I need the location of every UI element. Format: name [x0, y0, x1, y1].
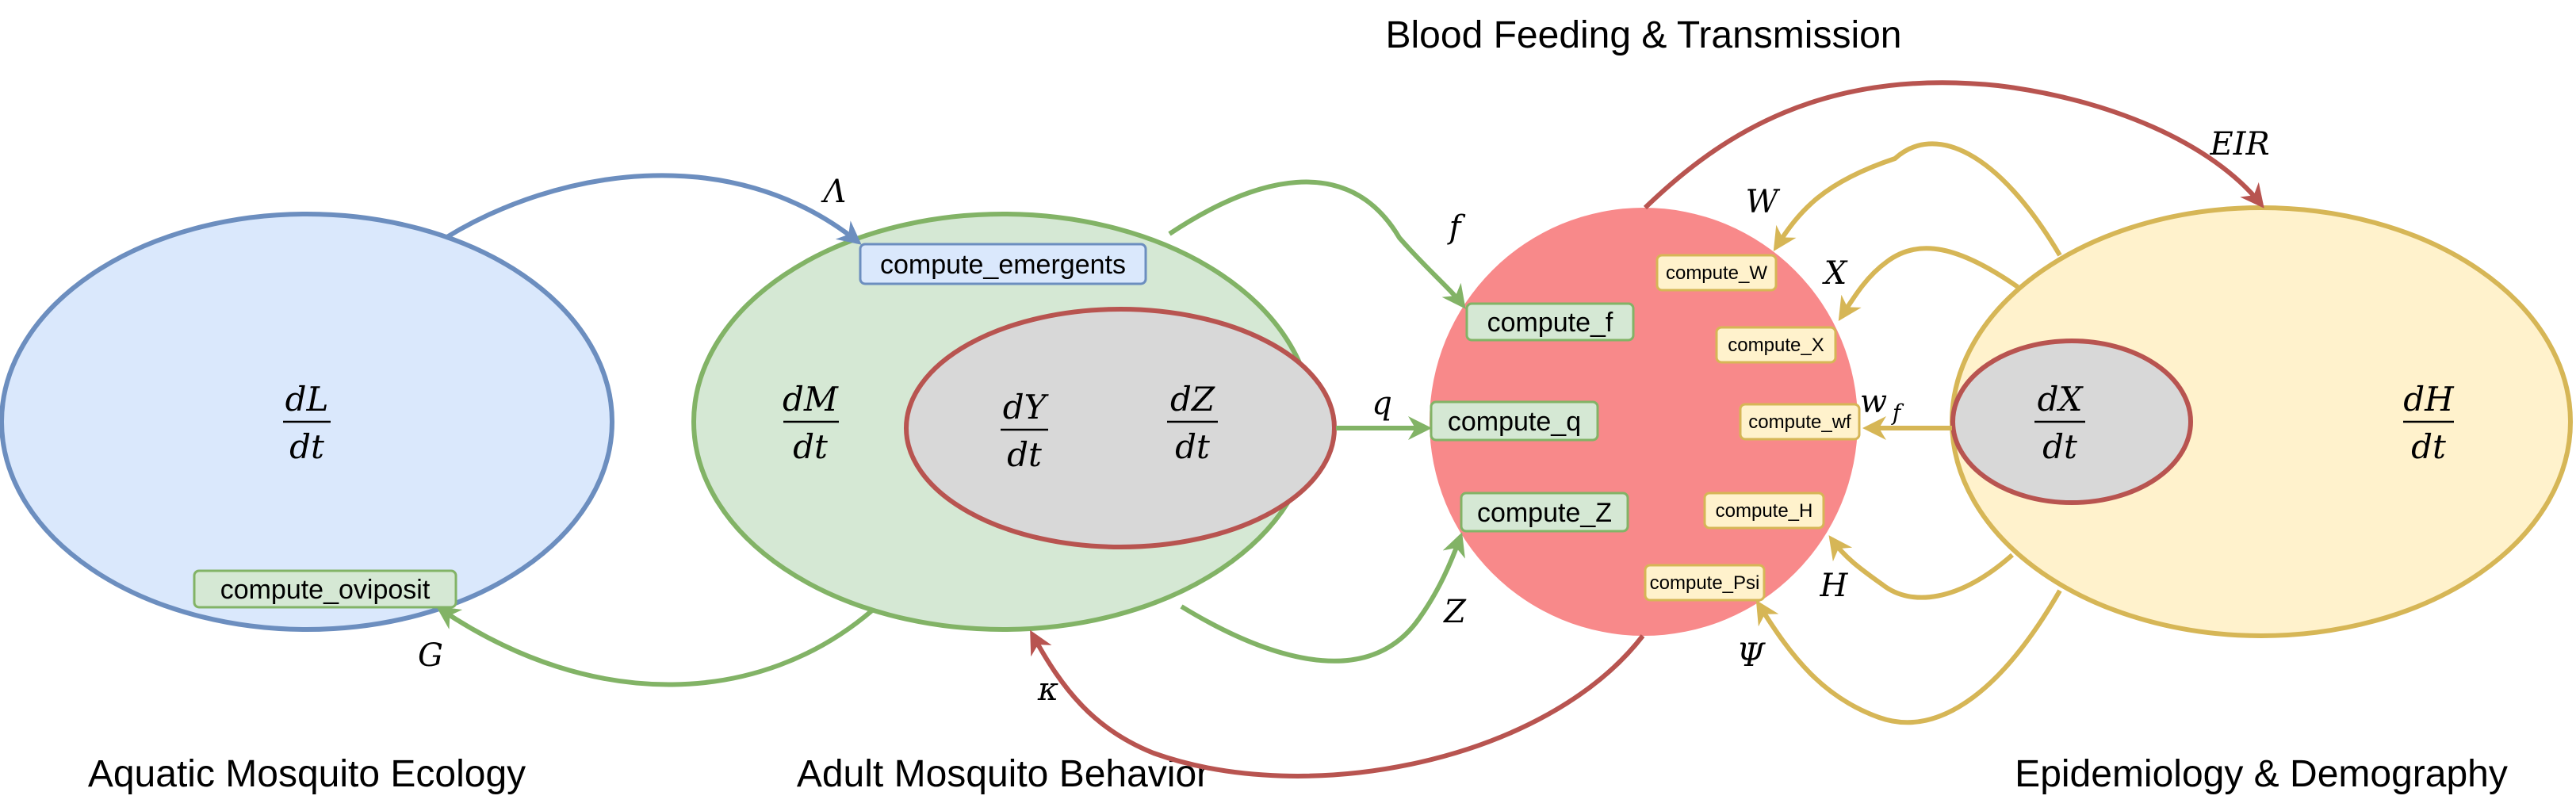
label-EIR: EIR [2209, 126, 2269, 163]
svg-text:dt: dt [1175, 427, 1210, 466]
compute-H-box: compute_H [1703, 492, 1825, 530]
title-epidemiology: Epidemiology & Demography [2015, 753, 2508, 795]
title-blood-feeding: Blood Feeding & Transmission [1386, 14, 1902, 56]
arrow-EIR [1643, 80, 2264, 210]
label-G: G [418, 637, 443, 674]
label-q: q [1372, 385, 1392, 422]
compute-q-box: compute_q [1430, 400, 1599, 442]
svg-text:dt: dt [2411, 427, 2446, 466]
frac-dM: dM dt [783, 380, 839, 466]
arrow-Z [1180, 532, 1465, 664]
svg-text:dX: dX [2038, 380, 2084, 419]
svg-text:compute_X: compute_X [1728, 335, 1824, 356]
svg-text:compute_wf: compute_wf [1748, 411, 1851, 433]
arrow-G [436, 606, 874, 687]
svg-text:compute_W: compute_W [1666, 262, 1767, 284]
compute-X-box: compute_X [1715, 326, 1837, 364]
label-wf: w f [1860, 384, 1904, 426]
arrow-lambda [444, 173, 862, 245]
compute-emergents-box: compute_emergents [859, 243, 1147, 285]
svg-text:dY: dY [1003, 388, 1050, 427]
label-lambda: Λ [821, 174, 847, 210]
label-X: X [1822, 255, 1848, 292]
compute-Psi-box: compute_Psi [1644, 564, 1766, 602]
svg-text:dt: dt [289, 427, 324, 466]
svg-text:dt: dt [1007, 435, 1042, 474]
svg-text:compute_oviposit: compute_oviposit [220, 575, 431, 605]
svg-text:compute_emergents: compute_emergents [880, 250, 1126, 280]
arrow-X [1838, 246, 2019, 322]
label-Psi: Ψ [1736, 637, 1766, 674]
svg-text:compute_Z: compute_Z [1477, 498, 1612, 528]
frac-dL: dL dt [283, 380, 331, 466]
svg-text:dH: dH [2403, 380, 2455, 419]
title-adult: Adult Mosquito Behavior [797, 753, 1209, 795]
frac-dY: dY dt [1001, 388, 1050, 474]
label-f: f [1447, 209, 1466, 246]
compute-oviposit-box: compute_oviposit [193, 569, 457, 609]
svg-text:compute_Psi: compute_Psi [1650, 572, 1760, 594]
svg-text:w: w [1860, 384, 1887, 420]
label-H: H [1820, 568, 1849, 604]
compute-Z-box: compute_Z [1460, 492, 1629, 533]
label-kappa: κ [1037, 671, 1058, 708]
compute-f-box: compute_f [1465, 302, 1635, 342]
frac-dH: dH dt [2403, 380, 2455, 466]
compute-wf-box: compute_wf [1739, 403, 1861, 441]
svg-text:f: f [1891, 400, 1904, 426]
svg-text:compute_H: compute_H [1716, 500, 1813, 522]
frac-dX: dX dt [2034, 380, 2085, 466]
arrow-Psi [1755, 589, 2062, 725]
svg-text:compute_q: compute_q [1448, 407, 1581, 437]
arrow-f [1168, 179, 1466, 309]
arrow-W [1773, 141, 2062, 257]
title-aquatic: Aquatic Mosquito Ecology [88, 753, 526, 795]
svg-text:dZ: dZ [1170, 380, 1215, 419]
svg-text:dt: dt [793, 427, 828, 466]
infected-mosquito-node [904, 307, 1337, 549]
svg-text:dM: dM [783, 380, 839, 419]
compute-W-box: compute_W [1655, 254, 1778, 292]
label-Z: Z [1442, 594, 1467, 630]
frac-dZ: dZ dt [1167, 380, 1218, 466]
svg-text:dL: dL [285, 380, 329, 419]
svg-text:compute_f: compute_f [1487, 308, 1613, 338]
label-W: W [1745, 184, 1780, 220]
arrow-kappa [1030, 629, 1645, 778]
arrow-H [1828, 535, 2014, 600]
svg-text:dt: dt [2042, 427, 2077, 466]
